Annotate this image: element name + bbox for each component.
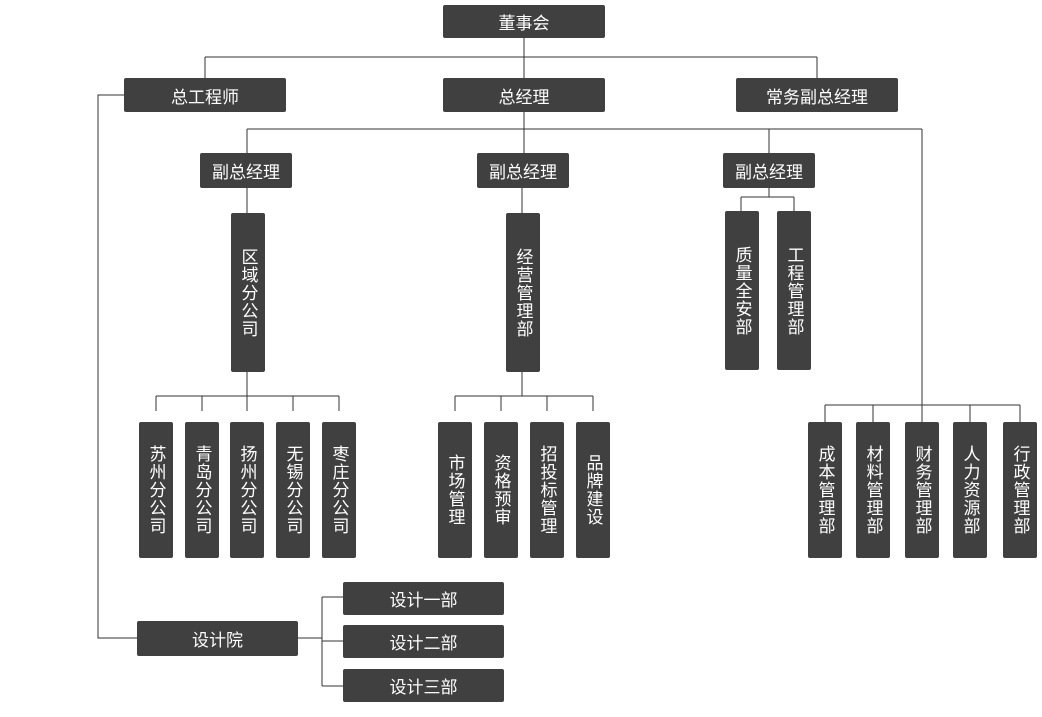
general-manager-node: 总经理 xyxy=(443,78,605,112)
executive-vice-gm-node: 常务副总经理 xyxy=(736,78,898,112)
engineering-dept-node: 工程管理部 xyxy=(777,211,811,370)
vice-gm-node-2: 副总经理 xyxy=(477,153,569,188)
cost-mgmt-dept-node: 成本管理部 xyxy=(808,422,842,558)
board-node: 董事会 xyxy=(443,5,605,38)
vice-gm-node-1: 副总经理 xyxy=(200,153,292,188)
hr-dept-node: 人力资源部 xyxy=(953,422,987,558)
chief-engineer-node: 总工程师 xyxy=(124,78,286,112)
qingdao-branch-node: 青岛分公司 xyxy=(185,422,219,558)
qualification-review-node: 资格预审 xyxy=(484,422,518,558)
brand-building-node: 品牌建设 xyxy=(576,422,610,558)
material-mgmt-dept-node: 材料管理部 xyxy=(856,422,890,558)
regional-branches-node: 区域分公司 xyxy=(231,213,265,372)
suzhou-branch-node: 苏州分公司 xyxy=(139,422,173,558)
design-dept-1-node: 设计一部 xyxy=(343,582,504,615)
design-institute-node: 设计院 xyxy=(137,621,298,656)
finance-mgmt-dept-node: 财务管理部 xyxy=(905,422,939,558)
market-mgmt-node: 市场管理 xyxy=(438,422,472,558)
wuxi-branch-node: 无锡分公司 xyxy=(276,422,310,558)
zaozhuang-branch-node: 枣庄分公司 xyxy=(322,422,356,558)
quality-safety-dept-node: 质量全安部 xyxy=(725,211,759,370)
operations-dept-node: 经营管理部 xyxy=(506,213,540,372)
bidding-mgmt-node: 招投标管理 xyxy=(530,422,564,558)
admin-mgmt-dept-node: 行政管理部 xyxy=(1003,422,1037,558)
design-dept-3-node: 设计三部 xyxy=(343,669,504,702)
vice-gm-node-3: 副总经理 xyxy=(723,153,815,188)
yangzhou-branch-node: 扬州分公司 xyxy=(230,422,264,558)
design-dept-2-node: 设计二部 xyxy=(343,625,504,658)
